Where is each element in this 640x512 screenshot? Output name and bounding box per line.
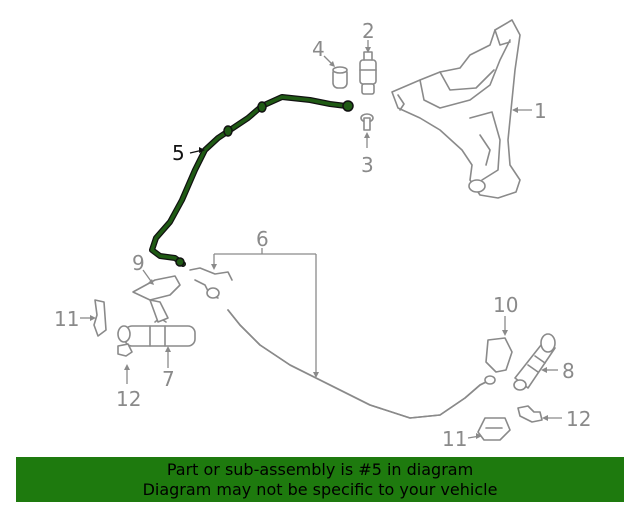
part-info-banner: Part or sub-assembly is #5 in diagram Di… — [16, 457, 624, 502]
clip-left — [93, 299, 107, 337]
fitting-left — [117, 343, 133, 357]
fitting-right — [517, 405, 543, 423]
lower-washer-hose — [189, 267, 496, 419]
pump-grommet — [360, 113, 374, 131]
nozzle-bracket — [132, 275, 181, 323]
callout-12-left: 12 — [116, 387, 141, 411]
banner-line-part: Part or sub-assembly is #5 in diagram — [166, 460, 474, 479]
parts-diagram: 1 2 3 4 5 6 7 8 9 10 11 11 12 12 — [54, 19, 591, 451]
pump-seal — [332, 66, 348, 89]
leader-lines — [80, 40, 562, 439]
washer-pump — [359, 51, 377, 95]
callout-7: 7 — [162, 367, 175, 391]
headlamp-washer-nozzle-left — [117, 317, 196, 347]
headlamp-washer-nozzle-right — [513, 333, 556, 391]
nozzle-bracket-right — [485, 337, 513, 373]
callout-3: 3 — [361, 153, 374, 177]
washer-reservoir — [391, 19, 521, 199]
callout-8: 8 — [562, 359, 575, 383]
banner-line-disclaimer: Diagram may not be specific to your vehi… — [142, 480, 498, 499]
callout-11-right: 11 — [442, 427, 467, 451]
callout-2: 2 — [362, 19, 375, 43]
clip-right — [477, 417, 511, 441]
callout-9: 9 — [132, 251, 145, 275]
washer-hose-part-5 — [149, 94, 354, 267]
callout-6: 6 — [256, 227, 269, 251]
callout-12-right: 12 — [566, 407, 591, 431]
callout-11-left: 11 — [54, 307, 79, 331]
callout-10: 10 — [493, 293, 518, 317]
callout-4: 4 — [312, 37, 325, 61]
callout-1: 1 — [534, 99, 547, 123]
callout-5: 5 — [172, 141, 185, 165]
